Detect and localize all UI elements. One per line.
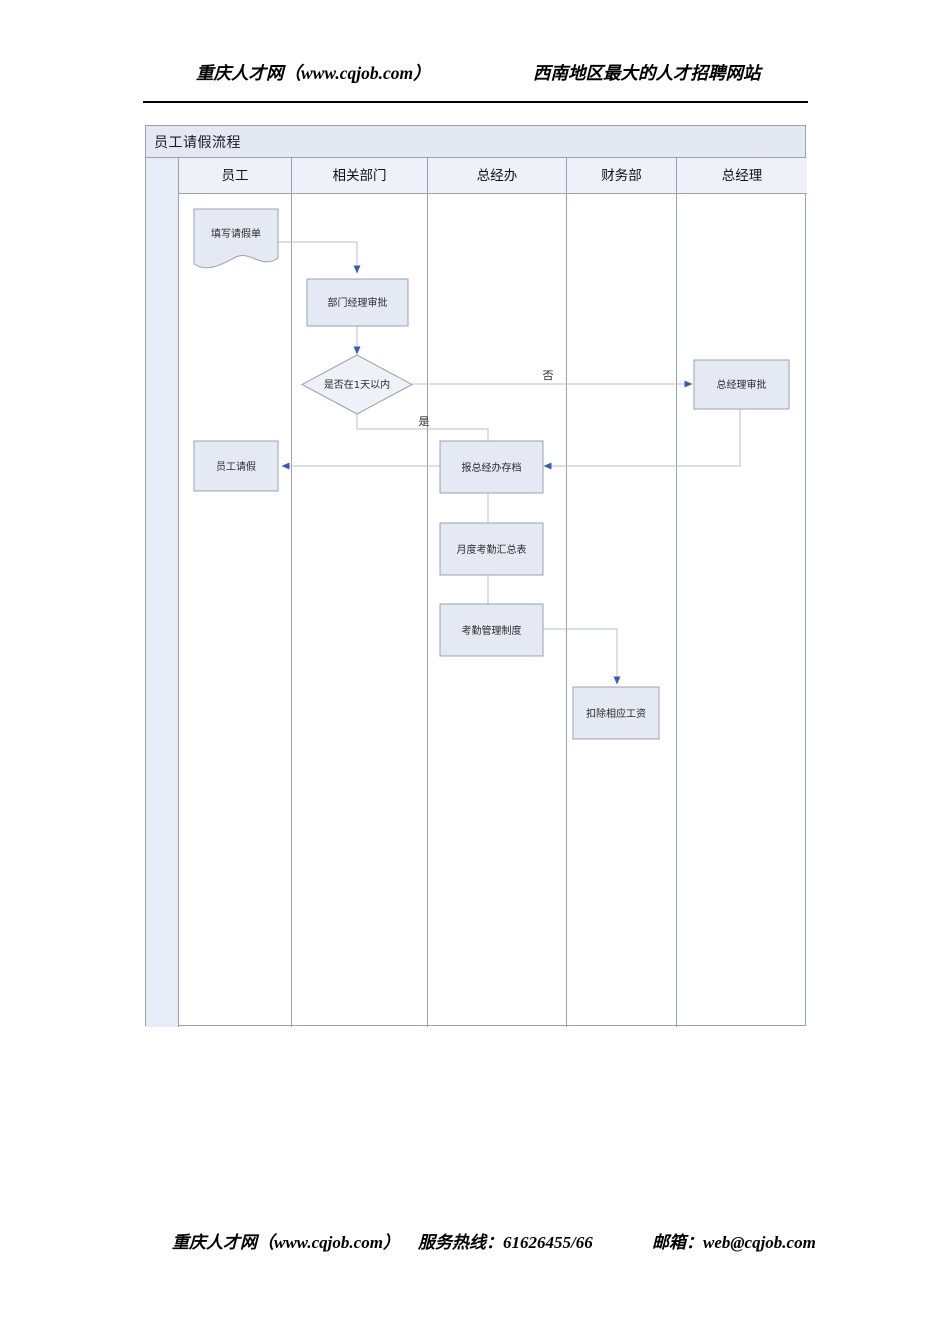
flowchart-title: 员工请假流程 [154, 135, 241, 151]
lane-header-department: 相关部门 [292, 158, 428, 194]
node-employee-leave[interactable]: 员工请假 [193, 440, 279, 492]
edge-rule-to-deduct [540, 628, 621, 685]
flowchart-title-bar: 员工请假流程 [146, 126, 805, 158]
lane-header-employee: 员工 [179, 158, 292, 194]
edge-gm-to-archive [543, 409, 741, 470]
node-attendance-policy[interactable]: 考勤管理制度 [439, 603, 544, 657]
document-header: 重庆人才网（www.cqjob.com） 西南地区最大的人才招聘网站 [0, 60, 950, 100]
lane-header-gm-office: 总经办 [428, 158, 567, 194]
lane-body-employee [179, 194, 292, 1027]
swimlane-left-gutter [146, 158, 179, 1027]
lane-body-gm-office [428, 194, 567, 1027]
node-dept-approve[interactable]: 部门经理审批 [306, 278, 409, 327]
node-label-deduct-salary: 扣除相应工资 [586, 707, 646, 720]
swimlane-header-row: 员工 相关部门 总经办 财务部 总经理 [179, 158, 807, 194]
lane-body-department [292, 194, 428, 1027]
edge-label-yes: 是 [419, 415, 430, 428]
node-label-monthly-summary: 月度考勤汇总表 [457, 543, 527, 556]
node-decision-within-one-day[interactable]: 是否在1天以内 [300, 354, 414, 415]
header-divider [143, 101, 808, 103]
node-label-gm-approve: 总经理审批 [717, 378, 767, 391]
header-site-name: 重庆人才网（www.cqjob.com） [196, 63, 431, 83]
footer-email: 邮箱：web@cqjob.com [652, 1233, 816, 1252]
footer-site-name: 重庆人才网（www.cqjob.com） [172, 1233, 400, 1252]
node-gm-approve[interactable]: 总经理审批 [693, 359, 790, 410]
lane-body-finance [567, 194, 677, 1027]
node-label-archive: 报总经办存档 [462, 461, 522, 474]
node-label-dept-approve: 部门经理审批 [328, 296, 388, 309]
header-tagline: 西南地区最大的人才招聘网站 [533, 63, 761, 83]
flowchart-graphics: 总经理审批 --> 报总经办存档 --> 填写请假单 [193, 208, 790, 740]
lane-header-gm: 总经理 [721, 168, 763, 184]
node-deduct-salary[interactable]: 扣除相应工资 [572, 686, 660, 740]
lane-header-finance: 财务部 [567, 158, 677, 194]
node-fill-leave-form[interactable]: 填写请假单 [193, 208, 279, 269]
footer-hotline: 服务热线：61626455/66 [418, 1233, 593, 1252]
edge-label-no: 否 [543, 369, 554, 382]
document-footer: 重庆人才网（www.cqjob.com） 服务热线：61626455/66 邮箱… [0, 1228, 950, 1258]
node-label-decision: 是否在1天以内 [324, 378, 390, 391]
node-monthly-attendance-summary[interactable]: 月度考勤汇总表 [439, 522, 544, 576]
node-label-employee-leave: 员工请假 [216, 460, 256, 473]
node-archive-to-gm-office[interactable]: 报总经办存档 [439, 440, 544, 494]
node-label-attendance-policy: 考勤管理制度 [462, 624, 522, 637]
edge-form-to-dept [278, 241, 361, 274]
node-label-fill-leave-form: 填写请假单 [211, 227, 261, 240]
flowchart-container: 员工请假流程 员工 相关部门 总经办 财务部 总经理 [145, 125, 807, 1027]
